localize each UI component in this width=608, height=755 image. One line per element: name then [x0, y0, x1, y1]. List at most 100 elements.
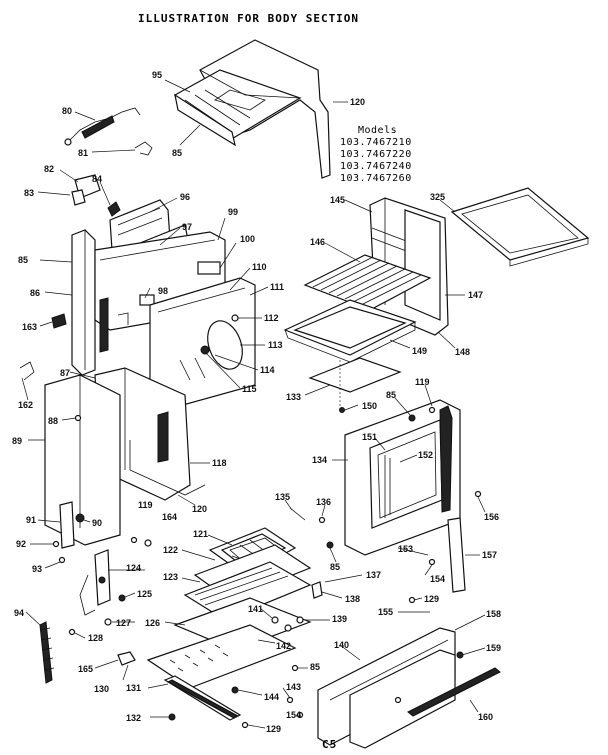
- part-label: 146: [310, 237, 325, 247]
- part-label: 127: [116, 618, 131, 628]
- models-block: Models 103.7467210 103.7467220 103.74672…: [340, 125, 412, 184]
- power-cord-part: [64, 107, 141, 146]
- cooktop-top-assembly: [173, 39, 331, 179]
- part-label: 139: [332, 614, 347, 624]
- clip-130: [117, 651, 136, 666]
- part-label: 163: [22, 322, 37, 332]
- page-code: C5: [322, 738, 337, 751]
- screw-156: [474, 490, 482, 498]
- screw-164: [144, 539, 152, 547]
- part-label: 129: [266, 724, 281, 734]
- part-label: 90: [92, 518, 102, 528]
- rod-135: [289, 507, 306, 521]
- left-side-rail: [71, 229, 96, 376]
- oven-back-liner: [149, 277, 256, 411]
- pan-insert: [308, 357, 402, 393]
- part-label: 154: [430, 574, 445, 584]
- part-label: 165: [78, 664, 93, 674]
- lower-left-brackets: [59, 501, 85, 549]
- part-label: 111: [270, 282, 284, 292]
- part-label: 136: [316, 497, 331, 507]
- part-label: 112: [264, 313, 279, 323]
- model-number: 103.7467240: [340, 161, 412, 172]
- screw-136: [318, 516, 326, 524]
- part-label: 130: [94, 684, 109, 694]
- part-label: 87: [60, 368, 70, 378]
- part-label: 160: [478, 712, 493, 722]
- part-label: 148: [455, 347, 470, 357]
- part-label: 149: [412, 346, 427, 356]
- part-label: 150: [362, 401, 377, 411]
- knob-part: [51, 313, 67, 329]
- model-number: 103.7467260: [340, 173, 412, 184]
- part-label: 92: [16, 539, 26, 549]
- part-label: 124: [126, 563, 141, 573]
- screw-143: [286, 696, 294, 704]
- leveling-bolt: [39, 621, 55, 684]
- part-label: 143: [286, 682, 301, 692]
- part-label: 99: [228, 207, 238, 217]
- part-label: 81: [78, 148, 88, 158]
- models-heading: Models: [358, 125, 397, 136]
- part-label: 94: [14, 608, 24, 618]
- trim-strip: [447, 517, 466, 593]
- part-label: 164: [162, 512, 177, 522]
- part-label: 125: [137, 589, 152, 599]
- part-label: 86: [30, 288, 40, 298]
- part-label: 162: [18, 400, 33, 410]
- part-label: 120: [192, 504, 207, 514]
- part-label: 85: [172, 148, 182, 158]
- part-label: 85: [330, 562, 340, 572]
- part-label: 128: [88, 633, 103, 643]
- screw-129a: [241, 721, 249, 729]
- part-label: 97: [182, 222, 192, 232]
- part-label: 154: [286, 710, 301, 720]
- part-label: 133: [286, 392, 301, 402]
- hinge-arm: [79, 549, 111, 616]
- part-label: 138: [345, 594, 360, 604]
- bracket-138: [311, 581, 323, 599]
- part-label: 156: [484, 512, 499, 522]
- part-label: 126: [145, 618, 160, 628]
- part-label: 141: [248, 604, 263, 614]
- part-label: 119: [138, 500, 153, 510]
- left-side-panel: [44, 367, 191, 546]
- oven-front-frame: [344, 399, 461, 556]
- leader-lines: [21, 79, 486, 729]
- part-label: 147: [468, 290, 483, 300]
- part-label: 153: [398, 544, 413, 554]
- part-label: 115: [242, 384, 257, 394]
- part-label: 88: [48, 416, 58, 426]
- part-label: 159: [486, 643, 501, 653]
- part-label: 123: [163, 572, 178, 582]
- part-label: 84: [92, 174, 102, 184]
- hook-part: [19, 361, 35, 381]
- part-label: 93: [32, 564, 42, 574]
- part-label: 134: [312, 455, 327, 465]
- model-number: 103.7467220: [340, 149, 412, 160]
- model-number: 103.7467210: [340, 137, 412, 148]
- part-label: 95: [152, 70, 162, 80]
- burner-assembly: [183, 527, 312, 621]
- part-label: 142: [276, 641, 291, 651]
- part-label: 85: [18, 255, 28, 265]
- screw-119: [130, 536, 138, 544]
- part-label: 121: [193, 529, 208, 539]
- part-label: 158: [486, 609, 501, 619]
- terminal-part: [107, 201, 121, 217]
- part-labels: 80 81 82 83 84 95 85 120 96 97 98 99 100…: [12, 70, 501, 734]
- part-label: 157: [482, 550, 497, 560]
- screw-150: [339, 407, 345, 413]
- part-label: 135: [275, 492, 290, 502]
- part-label: 83: [24, 188, 34, 198]
- part-label: 119: [415, 377, 430, 387]
- part-label: 80: [62, 106, 72, 116]
- part-label: 120: [350, 97, 365, 107]
- part-label: 85: [310, 662, 320, 672]
- part-label: 82: [44, 164, 54, 174]
- drawer-handle: [407, 667, 501, 717]
- part-label: 91: [26, 515, 36, 525]
- part-label: 144: [264, 692, 279, 702]
- screw-85d: [326, 541, 334, 549]
